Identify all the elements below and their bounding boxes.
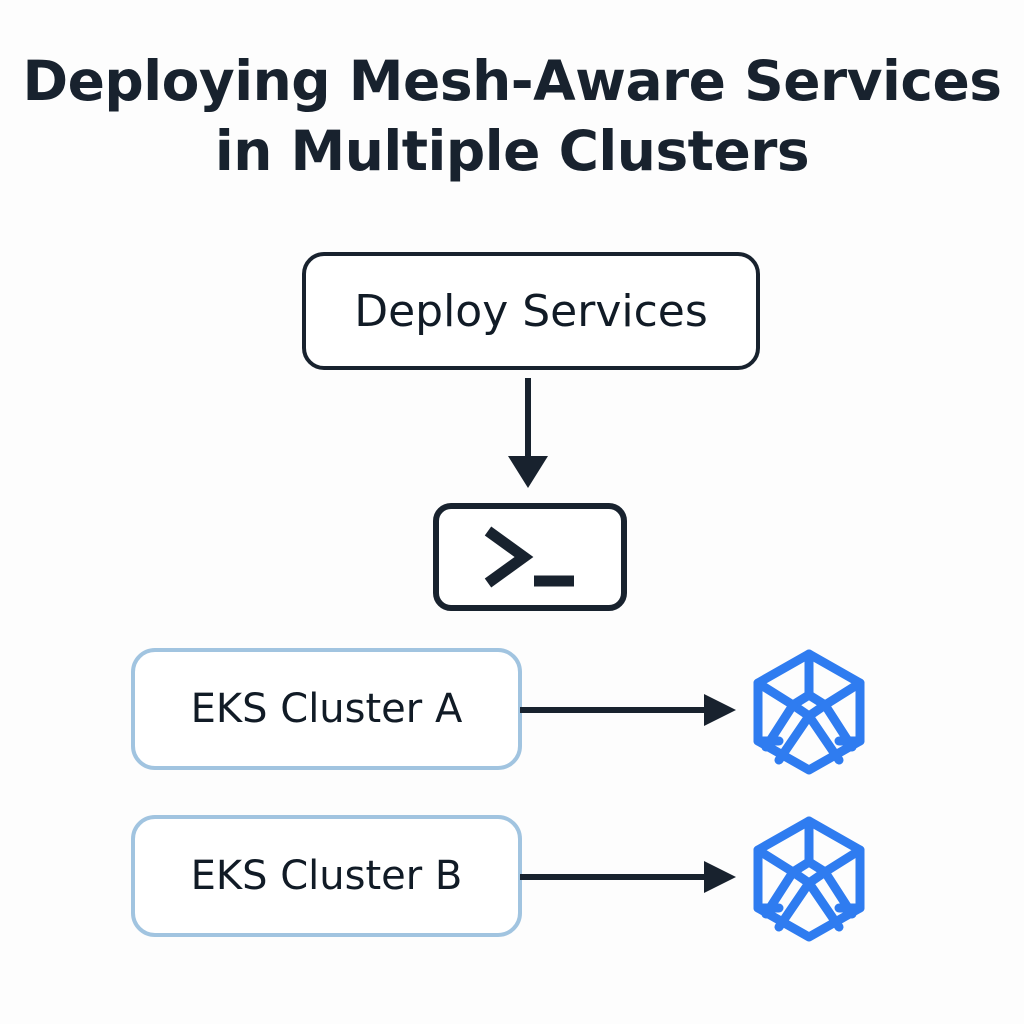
node-terminal[interactable] <box>433 503 627 611</box>
arrow-deploy-to-terminal <box>508 378 548 488</box>
page-title-line-2: in Multiple Clusters <box>214 119 810 183</box>
arrow-cluster-a-to-mesh <box>520 694 736 726</box>
node-eks-cluster-b-label: EKS Cluster B <box>190 853 463 899</box>
node-deploy-services[interactable]: Deploy Services <box>302 252 760 370</box>
service-mesh-hexagon-icon <box>753 816 865 942</box>
node-eks-cluster-a[interactable]: EKS Cluster A <box>131 648 522 770</box>
node-eks-cluster-b[interactable]: EKS Cluster B <box>131 815 522 937</box>
page-title: Deploying Mesh-Aware Services in Multipl… <box>0 46 1024 186</box>
arrow-cluster-b-to-mesh <box>520 861 736 893</box>
node-eks-cluster-a-label: EKS Cluster A <box>190 686 463 732</box>
page-title-line-1: Deploying Mesh-Aware Services <box>22 49 1002 113</box>
service-mesh-hexagon-icon <box>753 649 865 775</box>
terminal-prompt-icon <box>484 526 574 588</box>
node-deploy-services-label: Deploy Services <box>354 285 708 337</box>
